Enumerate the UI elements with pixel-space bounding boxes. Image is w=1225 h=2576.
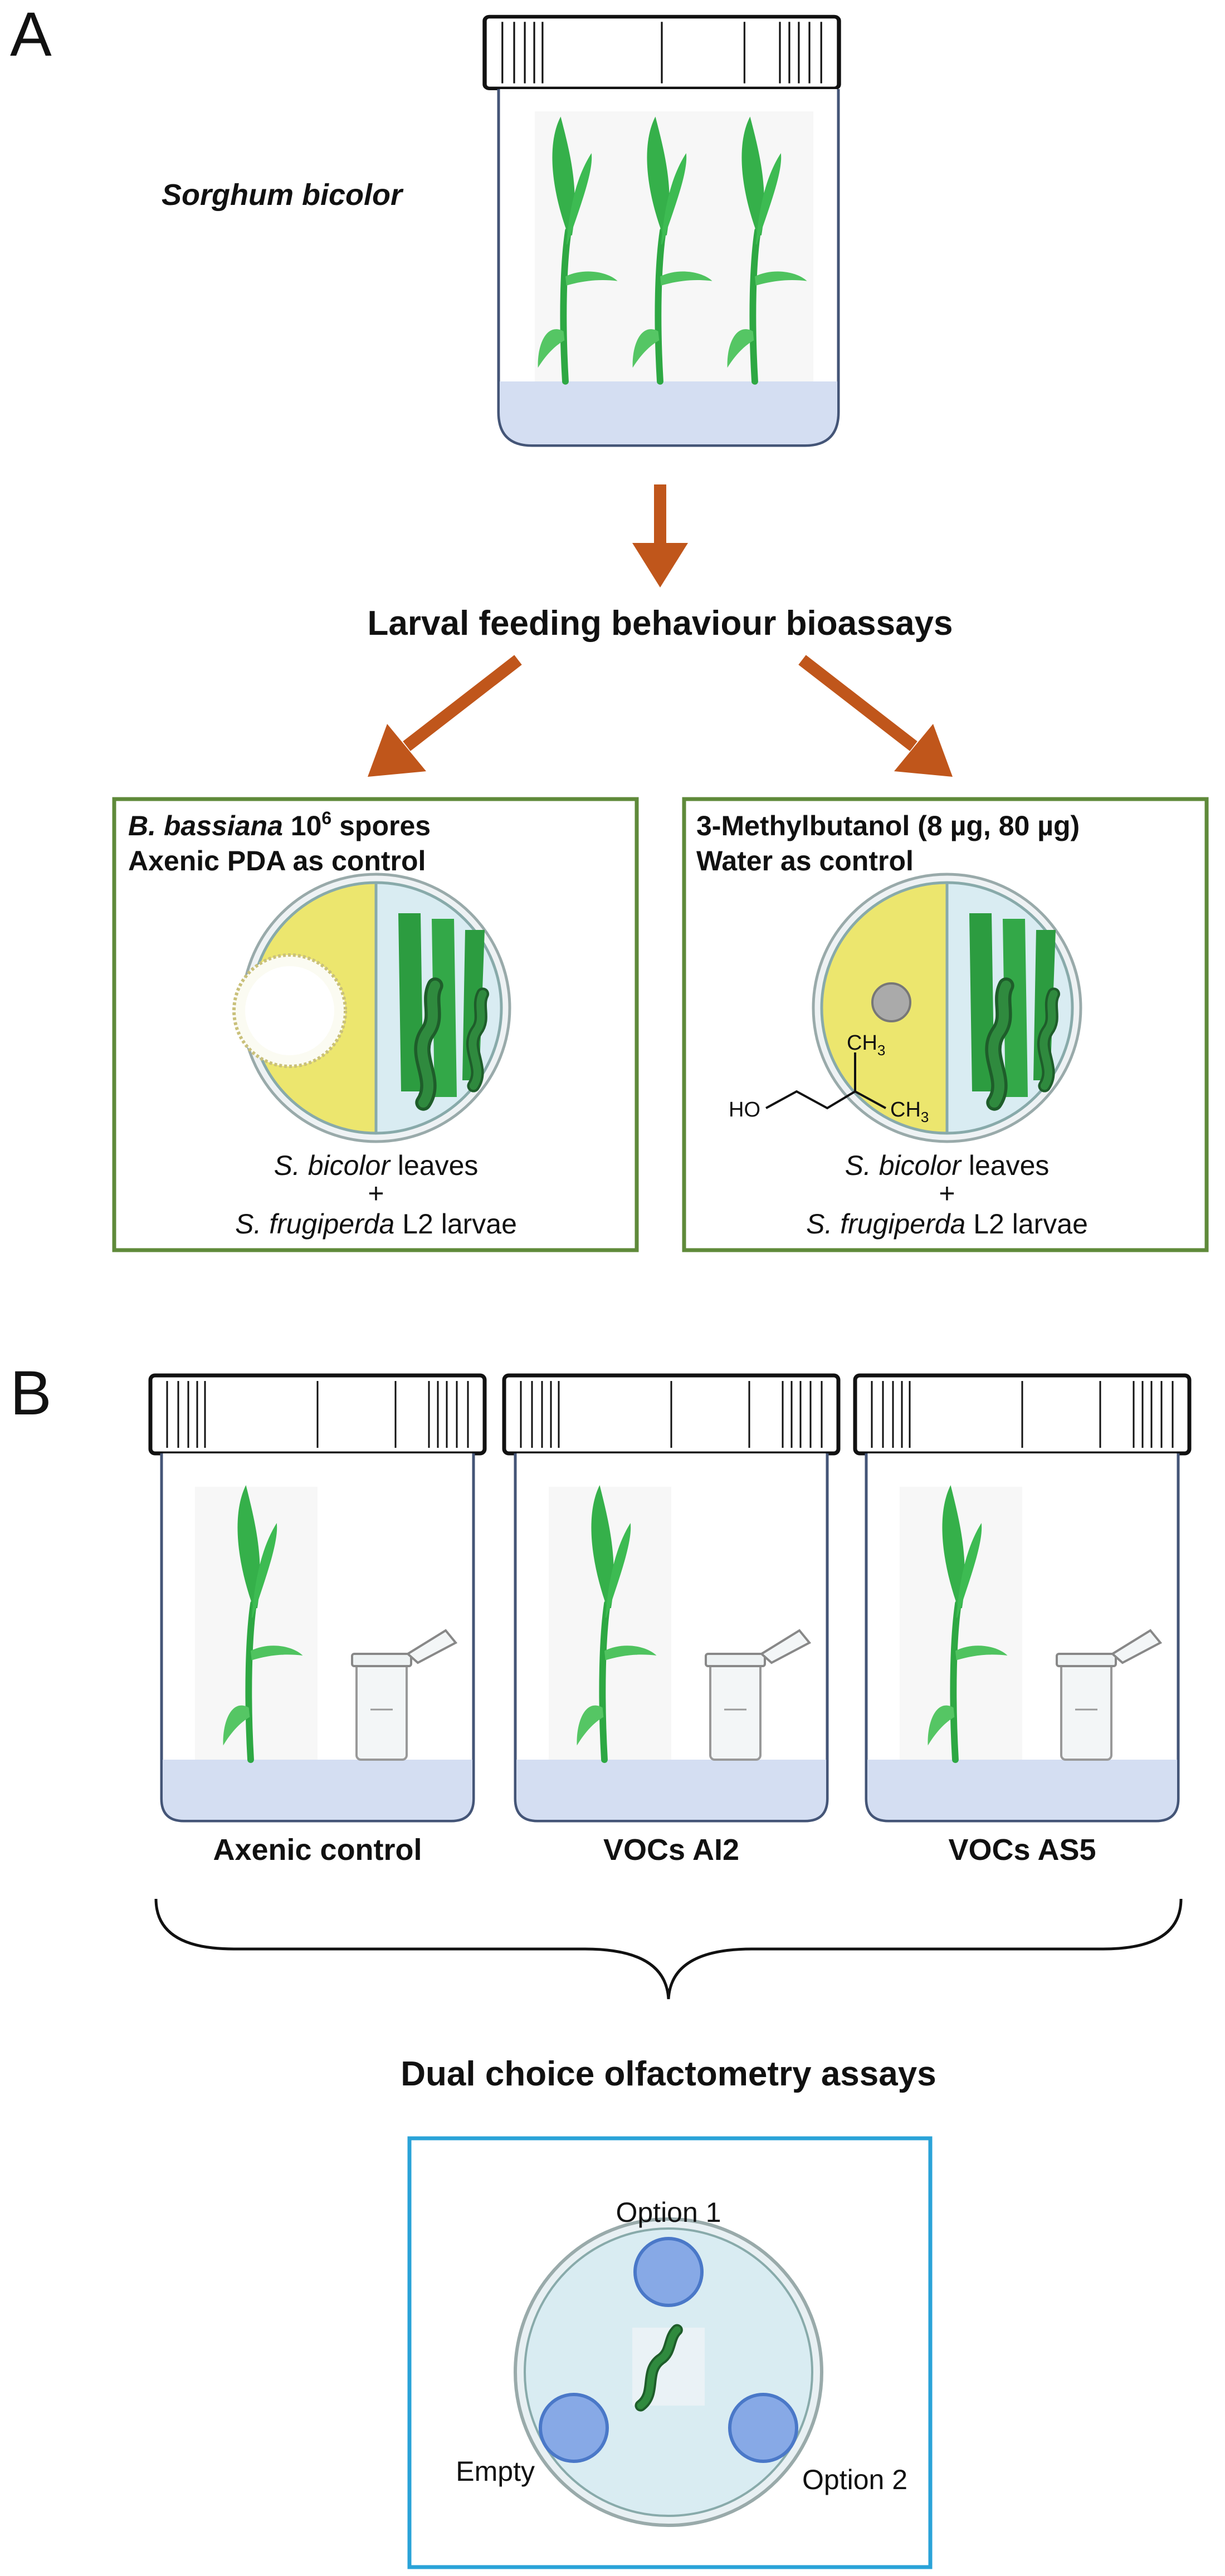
jar-vocs-ai2 bbox=[504, 1375, 838, 1821]
larvae-label: S. frugiperda L2 larvae bbox=[235, 1208, 517, 1240]
methylbutanol-dose-label: 3-Methylbutanol (8 µg, 80 µg) bbox=[696, 810, 1080, 841]
jar-label: VOCs AS5 bbox=[948, 1833, 1096, 1867]
water-control-label: Water as control bbox=[696, 845, 914, 876]
leaves-label: S. bicolor leaves bbox=[274, 1150, 479, 1181]
sorghum-jar bbox=[485, 17, 839, 447]
empty-well bbox=[539, 2393, 609, 2463]
leaf-strips bbox=[398, 913, 485, 1097]
panel-a-letter: A bbox=[10, 0, 52, 69]
jar-vocs-as5 bbox=[855, 1375, 1189, 1821]
arrow-right bbox=[798, 655, 953, 777]
option-2-well bbox=[728, 2393, 798, 2463]
option-1-well bbox=[633, 2237, 704, 2307]
larvae-label: S. frugiperda L2 larvae bbox=[806, 1208, 1088, 1240]
beauveria-spores-label: B. bassiana 106 spores bbox=[128, 808, 431, 841]
olfactometer-arena bbox=[514, 2217, 823, 2527]
fungal-colony bbox=[232, 953, 347, 1068]
plus-sign: + bbox=[368, 1178, 384, 1209]
arrow-left bbox=[368, 655, 522, 777]
feeding-bioassay-title: Larval feeding behaviour bioassays bbox=[368, 604, 953, 643]
grouping-brace bbox=[154, 1898, 1183, 2000]
arrow-down bbox=[632, 484, 688, 587]
methylbutanol-structure bbox=[765, 1052, 886, 1110]
jar-axenic-control bbox=[150, 1375, 485, 1821]
petri-dish-fungus bbox=[232, 873, 511, 1143]
methyl-label-top: CH3 bbox=[847, 1031, 885, 1059]
olfactometry-title: Dual choice olfactometry assays bbox=[401, 2055, 936, 2093]
leaves-label: S. bicolor leaves bbox=[845, 1150, 1050, 1181]
jar-label: VOCs AI2 bbox=[603, 1833, 739, 1867]
option-2-label: Option 2 bbox=[802, 2464, 907, 2495]
sorghum-label: Sorghum bicolor bbox=[162, 178, 404, 212]
pda-control-label: Axenic PDA as control bbox=[128, 845, 426, 876]
option-1-label: Option 1 bbox=[616, 2197, 721, 2228]
empty-label: Empty bbox=[456, 2456, 535, 2487]
panel-b-letter: B bbox=[10, 1358, 52, 1428]
filter-disc bbox=[871, 982, 911, 1022]
methyl-label-right: CH3 bbox=[890, 1098, 929, 1125]
hydroxyl-label: HO bbox=[729, 1098, 760, 1122]
plus-sign: + bbox=[939, 1178, 955, 1209]
jar-label: Axenic control bbox=[213, 1833, 422, 1867]
petri-dish-volatile bbox=[812, 873, 1082, 1143]
